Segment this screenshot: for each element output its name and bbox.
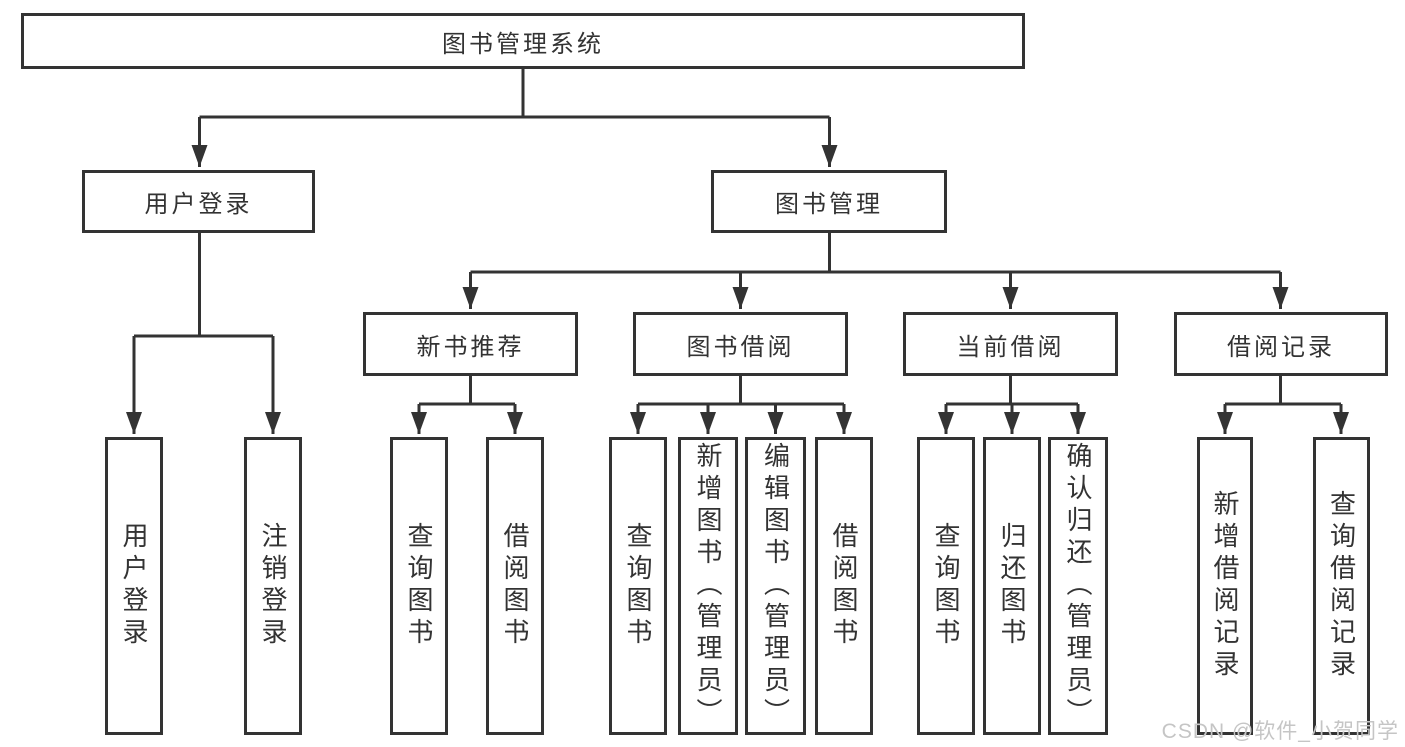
- connector-current-borrowing-group: [946, 376, 1078, 406]
- leaf-logout-label: 注销登录: [258, 522, 288, 650]
- leaf-br-add-record-label: 新增借阅记录: [1210, 490, 1240, 682]
- leaf-logout: 注销登录: [244, 437, 302, 735]
- leaf-bb-query-books: 查询图书: [609, 437, 667, 735]
- leaf-nb-query-books: 查询图书: [390, 437, 448, 735]
- node-borrowing-records: 借阅记录: [1174, 312, 1388, 376]
- leaf-bb-edit-books-admin: 编辑图书（管理员）: [745, 437, 806, 735]
- leaf-cb-confirm-return-admin-label: 确认归还（管理员）: [1063, 442, 1093, 730]
- node-book-borrowing: 图书借阅: [633, 312, 848, 376]
- connector-new-book-recommend: [419, 376, 515, 406]
- csdn-watermark: CSDN @软件_小贺同学: [1161, 720, 1399, 743]
- leaf-bb-borrow-books-label: 借阅图书: [829, 522, 859, 650]
- leaf-nb-borrow-books-label: 借阅图书: [500, 522, 530, 650]
- leaf-bb-edit-books-admin-label: 编辑图书（管理员）: [760, 442, 791, 730]
- node-current-borrowing: 当前借阅: [903, 312, 1118, 376]
- node-borrowing-records-label: 借阅记录: [1227, 333, 1335, 361]
- leaf-cb-return-books-label: 归还图书: [997, 522, 1027, 650]
- leaf-br-add-record: 新增借阅记录: [1197, 437, 1253, 735]
- leaf-br-query-record-label: 查询借阅记录: [1326, 490, 1357, 682]
- node-book-management: 图书管理: [711, 170, 947, 233]
- node-new-book-recommend-label: 新书推荐: [416, 333, 525, 361]
- connector-user-login: [134, 233, 273, 338]
- leaf-bb-add-books-admin: 新增图书（管理员）: [678, 437, 738, 735]
- connector-borrowing-records-group: [1225, 376, 1341, 406]
- leaf-cb-query-books: 查询图书: [917, 437, 975, 735]
- connector-book-management: [470, 233, 1281, 274]
- node-root-label: 图书管理系统: [442, 30, 604, 58]
- leaf-bb-borrow-books: 借阅图书: [815, 437, 873, 735]
- connector-book-borrowing-group: [638, 376, 844, 406]
- leaf-bb-query-books-label: 查询图书: [623, 522, 653, 650]
- leaf-user-login-label: 用户登录: [119, 522, 149, 650]
- leaf-cb-return-books: 归还图书: [983, 437, 1041, 735]
- leaf-nb-query-books-label: 查询图书: [404, 522, 434, 650]
- node-user-login: 用户登录: [82, 170, 315, 233]
- leaf-nb-borrow-books: 借阅图书: [486, 437, 544, 735]
- node-current-borrowing-label: 当前借阅: [956, 333, 1065, 361]
- node-user-login-label: 用户登录: [144, 191, 253, 218]
- node-book-management-label: 图书管理: [775, 191, 883, 218]
- node-new-book-recommend: 新书推荐: [363, 312, 578, 376]
- leaf-user-login: 用户登录: [105, 437, 163, 735]
- node-book-borrowing-label: 图书借阅: [686, 333, 795, 361]
- leaf-cb-query-books-label: 查询图书: [931, 522, 961, 650]
- leaf-cb-confirm-return-admin: 确认归还（管理员）: [1048, 437, 1108, 735]
- connector-root: [199, 69, 830, 119]
- leaf-bb-add-books-admin-label: 新增图书（管理员）: [693, 442, 723, 730]
- leaf-br-query-record: 查询借阅记录: [1313, 437, 1370, 735]
- node-root: 图书管理系统: [21, 13, 1025, 69]
